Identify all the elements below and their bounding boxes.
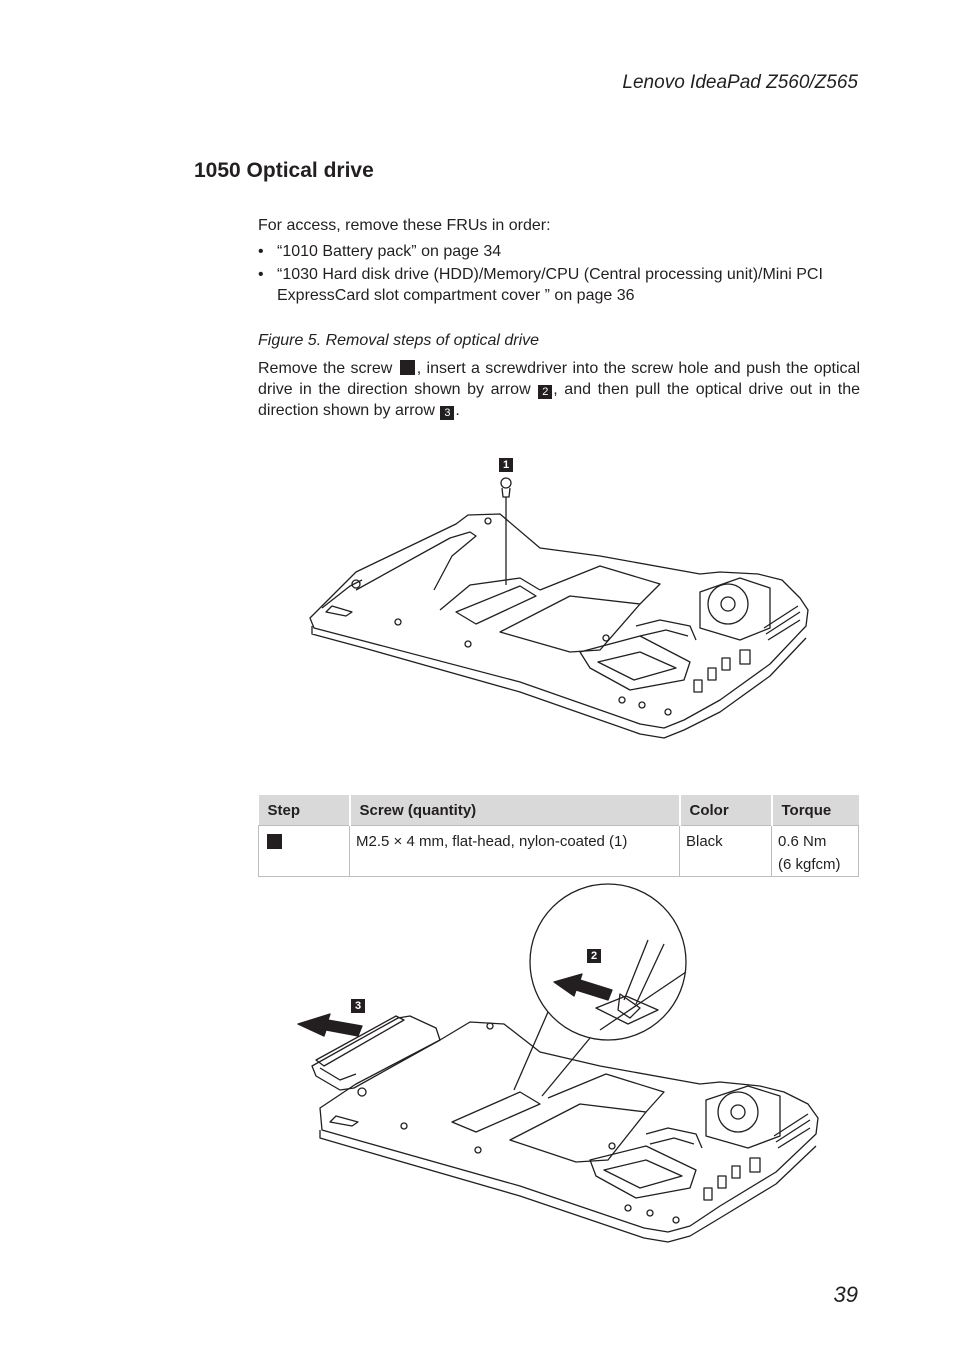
column-header-screw: Screw (quantity) (349, 795, 681, 826)
torque-value: 0.6 Nm (778, 833, 827, 850)
callout-3-badge: 3 (351, 999, 365, 1013)
bullet-icon: • (258, 243, 264, 260)
callout-2-badge: 2 (587, 949, 601, 963)
instruction-text: . (455, 402, 460, 419)
table-header-row: Step Screw (quantity) Color Torque (258, 795, 859, 826)
column-header-color: Color (679, 795, 773, 826)
step-cell (258, 825, 350, 877)
section-title: 1050 Optical drive (194, 159, 374, 182)
table-row: M2.5 × 4 mm, flat-head, nylon-coated (1)… (258, 825, 859, 877)
arrow3-badge: 3 (440, 406, 455, 420)
page-number: 39 (833, 1282, 858, 1307)
column-header-torque: Torque (771, 795, 859, 826)
screw-spec-table: Step Screw (quantity) Color Torque M2.5 … (258, 795, 859, 877)
torque-cell: 0.6 Nm (6 kgfcm) (771, 825, 859, 877)
torque-kgf: (6 kgfcm) (778, 856, 841, 873)
bullet-icon: • (258, 266, 264, 283)
callout-1-badge: 1 (499, 458, 513, 472)
step1-square-icon (267, 834, 282, 849)
figure-caption: Figure 5. Removal steps of optical drive (258, 332, 540, 349)
access-intro: For access, remove these FRUs in order: (258, 217, 551, 234)
fru-list-item: • “1010 Battery pack” on page 34 (258, 241, 860, 262)
instruction-text: , insert a screwdriver into the screw ho… (258, 360, 860, 398)
fru-link-battery[interactable]: “1010 Battery pack” on page 34 (277, 243, 502, 260)
instruction-text: , and then pull the optical drive out in… (258, 381, 860, 419)
fru-list: • “1010 Battery pack” on page 34 • “1030… (258, 241, 860, 308)
screw-cell: M2.5 × 4 mm, flat-head, nylon-coated (1) (349, 825, 680, 877)
instruction-paragraph: Remove the screw , insert a screwdriver … (258, 358, 860, 421)
color-cell: Black (679, 825, 772, 877)
header-title: Lenovo IdeaPad Z560/Z565 (622, 72, 858, 93)
arrow2-badge: 2 (538, 385, 553, 399)
fru-list-item: • “1030 Hard disk drive (HDD)/Memory/CPU… (258, 264, 860, 306)
instruction-text: Remove the screw (258, 360, 393, 377)
fru-link-hdd-cover[interactable]: “1030 Hard disk drive (HDD)/Memory/CPU (… (277, 266, 823, 304)
step1-square-icon (399, 360, 415, 375)
column-header-step: Step (258, 795, 351, 826)
